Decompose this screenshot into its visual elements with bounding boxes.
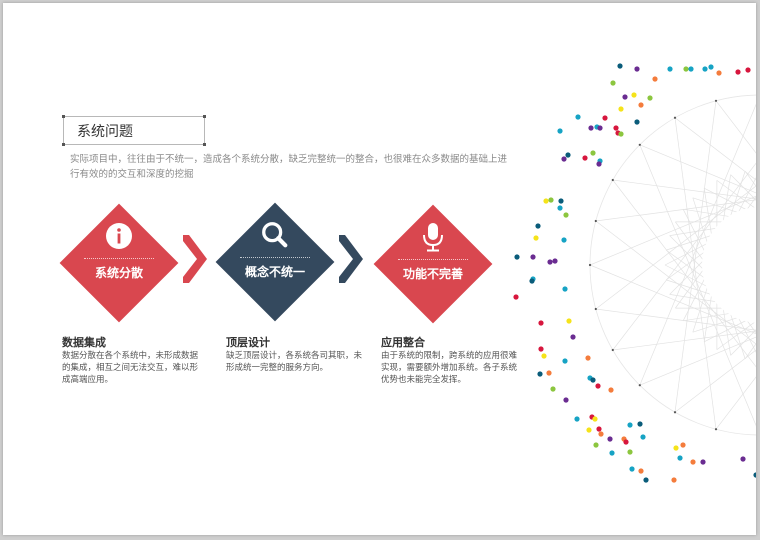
chevron-right-icon	[183, 235, 207, 283]
divider	[240, 257, 310, 258]
item-desc: 由于系统的限制，跨系统的应用很难实现，需要额外增加系统。各子系统优势也未能完全发…	[381, 351, 518, 385]
microphone-icon	[418, 222, 448, 252]
decorative-circle-graphic	[513, 63, 756, 483]
item-desc: 缺乏顶层设计，各系统各司其职，未形成统一完整的服务方向。	[226, 351, 363, 373]
item-title: 数据集成	[62, 336, 106, 349]
step-label: 功能不完善	[402, 267, 463, 281]
step-3-diamond: 功能不完善	[373, 204, 493, 324]
step-label: 系统分散	[94, 266, 143, 280]
section-title-box: 系统问题	[62, 115, 206, 146]
divider	[84, 258, 154, 259]
intro-text: 实际项目中，往往由于不统一，造成各个系统分散，缺乏完整统一的整合，也很难在众多数…	[70, 154, 508, 180]
search-icon	[260, 220, 290, 250]
divider	[398, 259, 468, 260]
chevron-right-icon	[339, 235, 363, 283]
section-title: 系统问题	[77, 124, 133, 140]
item-title: 应用整合	[381, 336, 425, 349]
slide: 系统问题 实际项目中，往往由于不统一，造成各个系统分散，缺乏完整统一的整合，也很…	[3, 3, 756, 535]
item-desc: 数据分散在各个系统中，未形成数据的集成，相互之间无法交互，难以形成高端应用。	[62, 351, 199, 385]
info-icon	[104, 221, 134, 251]
step-2-diamond: 概念不统一	[215, 202, 335, 322]
step-label: 概念不统一	[244, 265, 305, 279]
item-title: 顶层设计	[226, 336, 270, 349]
step-1-diamond: 系统分散	[59, 203, 179, 323]
